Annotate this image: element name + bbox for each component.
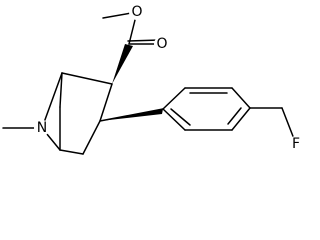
phenyl-inner-double-bond-2 xyxy=(227,107,242,125)
fluoromethyl-bond xyxy=(281,107,297,145)
carbonyl-double-bond-inner xyxy=(127,39,161,42)
phenyl-bond-3 xyxy=(231,87,251,109)
methyl-ester-bond xyxy=(102,11,138,19)
tropane-c2-c3-bond xyxy=(99,83,113,122)
tropane-c3-c4-bond xyxy=(82,120,101,155)
ester-ether-oxygen-label: O xyxy=(131,4,142,20)
tropane-c1-c7-bond xyxy=(59,72,63,108)
carbonyl-oxygen-label: O xyxy=(156,36,167,52)
chemical-structure-diagram: O O N F xyxy=(2,4,300,155)
tropane-c1-c2-bond xyxy=(61,72,113,85)
phenyl-inner-double-bond-3 xyxy=(170,108,191,126)
ester-oxygen-carbonyl-bond xyxy=(128,11,138,45)
ester-wedge-bond xyxy=(112,44,133,84)
tropane-c4-c5-bond xyxy=(59,149,84,155)
phenyl-bond-4 xyxy=(231,107,251,131)
bridge-c1-n-bond xyxy=(41,72,63,129)
phenyl-bond-6 xyxy=(162,108,186,131)
bridge-n-c5-bond xyxy=(41,127,61,151)
phenyl-bond-1 xyxy=(162,87,186,110)
aryl-wedge-bond xyxy=(100,109,163,121)
nitrogen-label: N xyxy=(37,120,47,136)
fluorine-label: F xyxy=(292,136,300,152)
